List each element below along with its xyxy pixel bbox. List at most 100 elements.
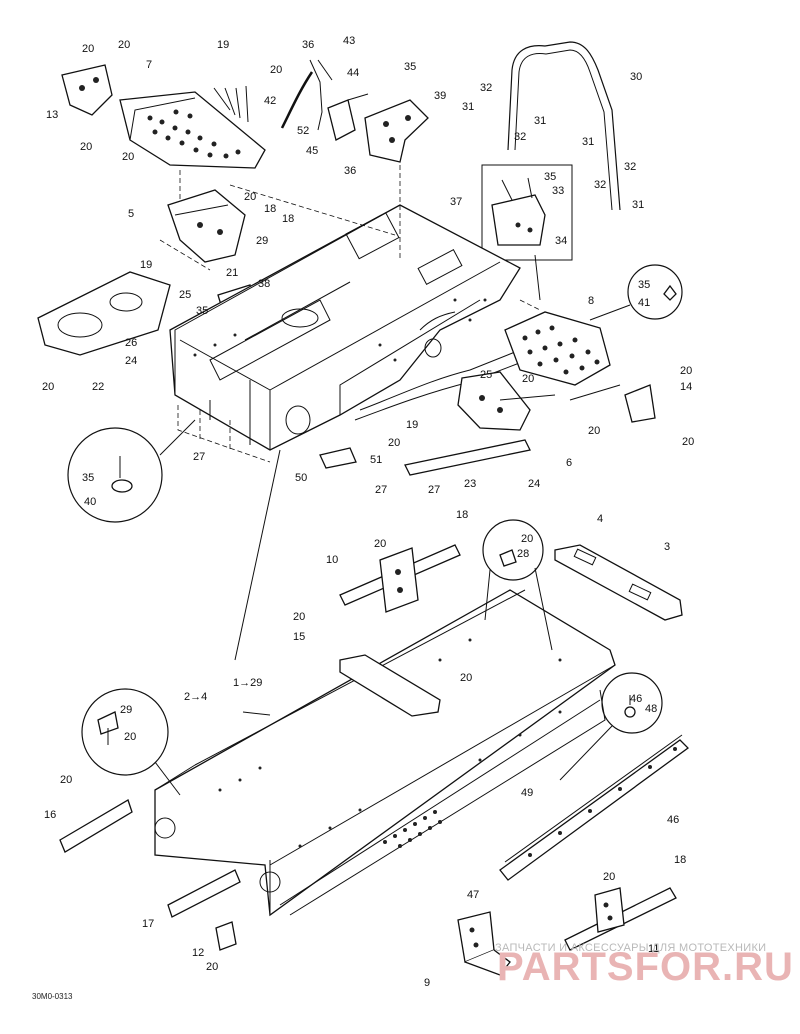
detail-circle-40: [67, 419, 196, 523]
callout: 4: [597, 513, 603, 525]
callout: 7: [146, 59, 152, 71]
callout: 19: [140, 259, 152, 271]
callout: 35: [544, 171, 556, 183]
callout: 20: [682, 436, 694, 448]
callout: 20: [388, 437, 400, 449]
callout: 14: [680, 381, 692, 393]
main-frame-upper: [169, 204, 523, 451]
part-30-loop: [507, 41, 621, 211]
part-45-latch: [327, 93, 369, 141]
callout: 16: [44, 809, 56, 821]
callout: 32: [480, 82, 492, 94]
detail-circle-48: [559, 672, 663, 781]
callout: 12: [192, 947, 204, 959]
callout: 27: [193, 451, 205, 463]
callout: 28: [517, 548, 529, 560]
part-15-bracket: [339, 654, 441, 717]
detail-circle-28: [482, 519, 553, 651]
callout: 6: [566, 457, 572, 469]
callout: 20: [293, 611, 305, 623]
callout: 49: [521, 787, 533, 799]
callout: 20: [521, 533, 533, 545]
callout: 2→4: [184, 691, 207, 703]
assembly-leader-lines: [159, 85, 621, 716]
callout: 20: [244, 191, 256, 203]
callout: 52: [297, 125, 309, 137]
callout: 11: [648, 943, 659, 955]
part-5-bracket: [167, 189, 246, 263]
callout: 32: [514, 131, 526, 143]
callout: 19: [217, 39, 229, 51]
callout: 20: [270, 64, 282, 76]
inset-detail-box: [481, 164, 573, 261]
part-9-bracket: [457, 911, 511, 976]
part-39-mount-bracket: [364, 99, 429, 163]
watermark-subtitle: ЗАПЧАСТИ И АКСЕССУАРЫ ДЛЯ МОТОТЕХНИКИ: [495, 942, 767, 954]
callout: 45: [306, 145, 318, 157]
callout: 27: [375, 484, 387, 496]
part-7-perforated-bracket: [119, 91, 266, 169]
callout: 44: [347, 67, 359, 79]
callout: 31: [632, 199, 644, 211]
callout: 50: [295, 472, 307, 484]
callout: 18: [674, 854, 686, 866]
part-42-cable: [280, 59, 333, 131]
callout: 25: [179, 289, 191, 301]
detail-circle-41: [589, 264, 683, 321]
part-50-clip: [319, 447, 357, 469]
callout: 20: [680, 365, 692, 377]
callout: 3: [664, 541, 670, 553]
callout: 18: [456, 509, 468, 521]
callout: 22: [92, 381, 104, 393]
callout: 20: [588, 425, 600, 437]
callout: 29: [120, 704, 132, 716]
callout: 19: [406, 419, 418, 431]
callout: 36: [302, 39, 314, 51]
callout: 1→29: [233, 677, 262, 689]
callout: 20: [374, 538, 386, 550]
callout: 20: [460, 672, 472, 684]
callout: 34: [555, 235, 567, 247]
part-6-bracket: [457, 371, 556, 431]
drawing-reference-code: 30М0-0313: [32, 992, 73, 1001]
part-13-bracket: [61, 64, 113, 116]
callout: 38: [258, 278, 270, 290]
callout: 43: [343, 35, 355, 47]
callout: 20: [522, 373, 534, 385]
part-22-skid-plate: [37, 271, 171, 356]
callout: 18: [282, 213, 294, 225]
callout: 37: [450, 196, 462, 208]
detail-circle-29: [81, 688, 181, 796]
watermark-logo: PARTSFOR.RU: [497, 945, 794, 989]
part-10-bracket: [339, 544, 461, 613]
callout: 41: [638, 297, 650, 309]
part-14-bracket: [624, 384, 656, 423]
main-tunnel: [154, 589, 616, 917]
part-16-angle: [59, 799, 133, 853]
callout: 40: [84, 496, 96, 508]
callout: 51: [370, 454, 382, 466]
callout: 33: [552, 185, 564, 197]
callout: 10: [326, 554, 338, 566]
callout: 46: [630, 693, 642, 705]
callout: 13: [46, 109, 58, 121]
callout: 30: [630, 71, 642, 83]
callout: 36: [344, 165, 356, 177]
callout: 26: [125, 337, 137, 349]
callout: 20: [122, 151, 134, 163]
callout: 21: [226, 267, 238, 279]
callout: 46: [667, 814, 679, 826]
callout: 27: [428, 484, 440, 496]
callout: 20: [206, 961, 218, 973]
callout: 20: [603, 871, 615, 883]
callout: 47: [467, 889, 479, 901]
callout: 25: [480, 369, 492, 381]
callout: 18: [264, 203, 276, 215]
part-47-rail: [499, 734, 689, 881]
callout: 31: [582, 136, 594, 148]
callout: 32: [594, 179, 606, 191]
callout: 39: [434, 90, 446, 102]
callout-labels: 20 20 7 19 20 13 20 20 36 43 44 42 52 45…: [42, 35, 694, 989]
part-23-rail: [404, 439, 531, 476]
